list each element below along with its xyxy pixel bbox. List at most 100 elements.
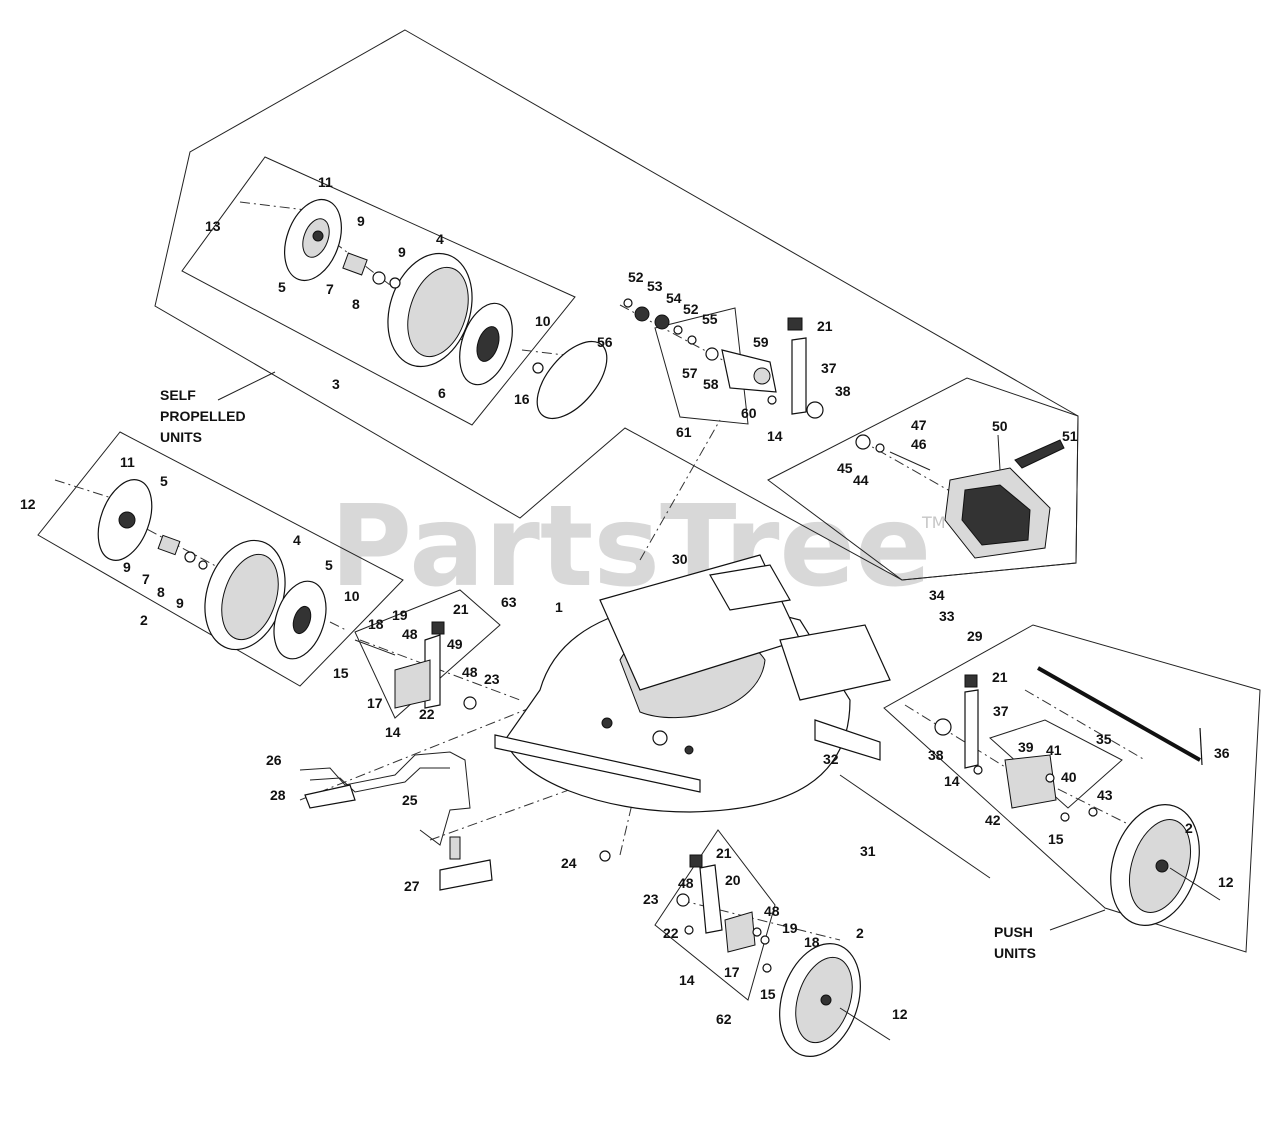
callout-44: 44 [853, 472, 869, 488]
callout-9: 9 [398, 244, 406, 260]
callout-5: 5 [325, 557, 333, 573]
callout-16: 16 [514, 391, 530, 407]
drive-pulley-disc [532, 340, 608, 420]
callout-61: 61 [676, 424, 692, 440]
callout-12: 12 [20, 496, 36, 512]
callout-32: 32 [823, 751, 839, 767]
callout-23: 23 [643, 891, 659, 907]
callout-1: 1 [555, 599, 563, 615]
callout-52: 52 [628, 269, 644, 285]
self-propelled-note-line1: SELF [160, 387, 196, 403]
push-wheel-assembly-box [37, 431, 404, 687]
callout-8: 8 [157, 584, 165, 600]
callout-7: 7 [142, 571, 150, 587]
callout-11: 11 [318, 174, 333, 190]
push-wheel-hub-cap-left [97, 479, 153, 561]
rear-axle-frame [779, 624, 891, 761]
callout-3: 3 [332, 376, 340, 392]
callout-28: 28 [270, 787, 286, 803]
callout-48: 48 [678, 875, 694, 891]
callout-2: 2 [1185, 820, 1193, 836]
rear-axle-rod [1037, 666, 1203, 766]
shift-linkage [855, 434, 931, 471]
callout-59: 59 [753, 334, 769, 350]
sp-bushing-parts [342, 252, 401, 289]
callout-33: 33 [939, 608, 955, 624]
callout-14: 14 [679, 972, 695, 988]
wheel-bracket-42 [1004, 754, 1098, 822]
bracket-37-upper [787, 317, 824, 419]
callout-23: 23 [484, 671, 500, 687]
link-rod-31 [839, 774, 991, 879]
callout-10: 10 [535, 313, 551, 329]
height-bracket-right [676, 854, 772, 973]
callout-47: 47 [911, 417, 927, 433]
callout-63: 63 [501, 594, 517, 610]
push-wheel-front-right [779, 943, 891, 1057]
transmission-gears [623, 298, 777, 405]
callout-9: 9 [176, 595, 184, 611]
callout-39: 39 [1018, 739, 1034, 755]
callout-48: 48 [764, 903, 780, 919]
push-units-note-line1: PUSH [994, 924, 1033, 940]
callout-12: 12 [892, 1006, 908, 1022]
callout-labels: 13 11 9 9 4 5 7 8 10 6 3 16 56 52 53 54 … [20, 174, 1234, 1027]
callout-8: 8 [352, 296, 360, 312]
callout-38: 38 [835, 383, 851, 399]
self-propelled-leader [217, 371, 276, 401]
callout-13: 13 [205, 218, 221, 234]
callout-14: 14 [944, 773, 960, 789]
callout-9: 9 [357, 213, 365, 229]
callout-62: 62 [716, 1011, 732, 1027]
callout-43: 43 [1097, 787, 1113, 803]
push-wheel-rim-left [273, 580, 327, 660]
callout-55: 55 [702, 311, 718, 327]
callout-49: 49 [447, 636, 463, 652]
callout-60: 60 [741, 405, 757, 421]
callout-22: 22 [663, 925, 679, 941]
sp-rear-wheel-hub-cap [284, 198, 342, 282]
callout-38: 38 [928, 747, 944, 763]
callout-15: 15 [760, 986, 776, 1002]
callout-58: 58 [703, 376, 719, 392]
callout-5: 5 [278, 279, 286, 295]
gearbox-box [767, 377, 1079, 581]
callout-51: 51 [1062, 428, 1078, 444]
callout-41: 41 [1046, 742, 1062, 758]
callout-40: 40 [1061, 769, 1077, 785]
callout-45: 45 [837, 460, 853, 476]
callout-48: 48 [402, 626, 418, 642]
callout-10: 10 [344, 588, 360, 604]
sp-rear-tire [387, 252, 473, 368]
callout-2: 2 [856, 925, 864, 941]
callout-52: 52 [683, 301, 699, 317]
callout-19: 19 [392, 607, 408, 623]
callout-21: 21 [716, 845, 732, 861]
callout-50: 50 [992, 418, 1008, 434]
callout-24: 24 [561, 855, 577, 871]
callout-2: 2 [140, 612, 148, 628]
transmission-box [654, 307, 749, 425]
push-units-outline [883, 624, 1261, 953]
height-adjust-lever [299, 751, 611, 891]
callout-53: 53 [647, 278, 663, 294]
callout-56: 56 [597, 334, 613, 350]
sp-wheel-assembly-box [181, 156, 576, 426]
callout-42: 42 [985, 812, 1001, 828]
callout-35: 35 [1096, 731, 1112, 747]
callout-25: 25 [402, 792, 418, 808]
callout-27: 27 [404, 878, 420, 894]
callout-57: 57 [682, 365, 698, 381]
height-bracket-left [354, 621, 477, 710]
callout-19: 19 [782, 920, 798, 936]
height-adjust-box-left [354, 589, 501, 719]
callout-21: 21 [992, 669, 1008, 685]
self-propelled-note-line2: PROPELLED [160, 408, 246, 424]
callout-21: 21 [817, 318, 833, 334]
callout-37: 37 [993, 703, 1009, 719]
callout-15: 15 [333, 665, 349, 681]
callout-6: 6 [438, 385, 446, 401]
callout-48: 48 [462, 664, 478, 680]
